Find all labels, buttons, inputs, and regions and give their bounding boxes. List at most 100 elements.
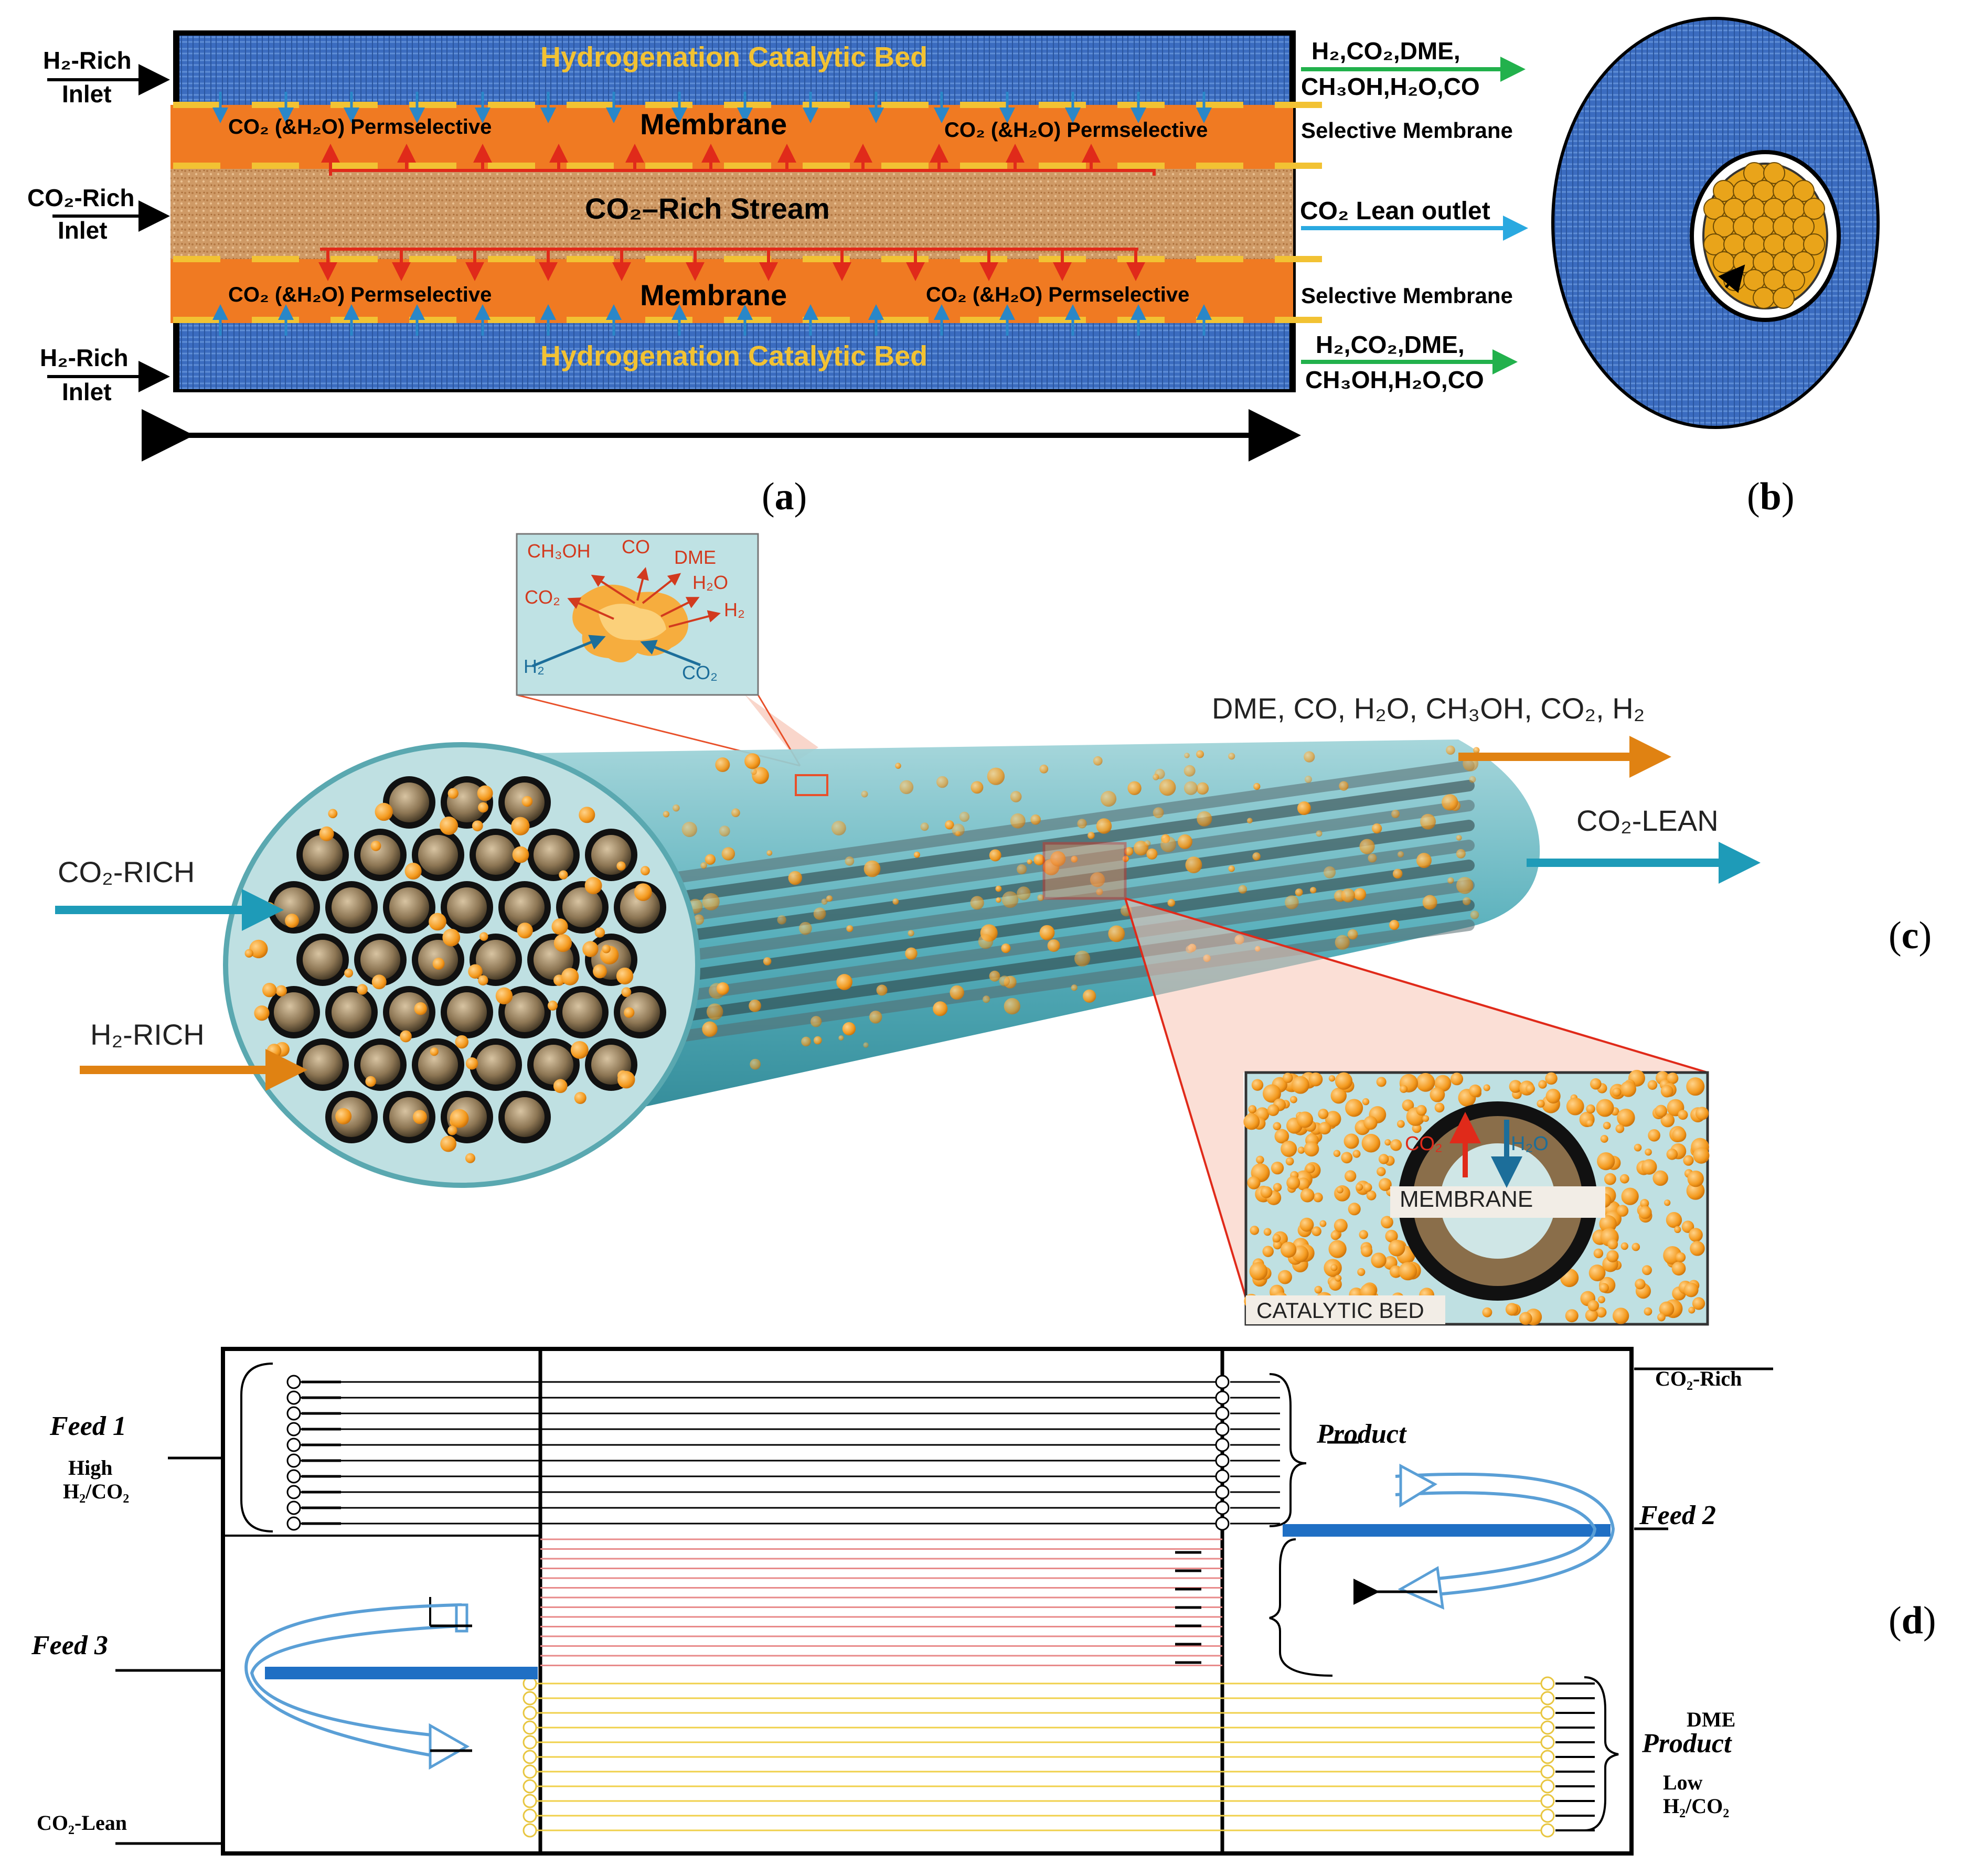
zoom-catalyst-bead: [1634, 1143, 1642, 1152]
zoom-catalyst-bead: [1538, 1080, 1547, 1089]
membrane-tube-end-core: [274, 992, 314, 1032]
end-face-bead: [621, 987, 632, 998]
catalyst-bead: [1004, 998, 1020, 1015]
co2-inlet-l2: Inlet: [58, 217, 108, 244]
zoom-catalyst-bead: [1341, 1152, 1353, 1164]
catalyst-bead: [1027, 859, 1032, 865]
zoom-catalyst-bead: [1620, 1242, 1628, 1250]
zoom-catalyst-bead: [1305, 1163, 1315, 1174]
catalyst-bead: [1470, 910, 1479, 919]
zoom-catalyst-bead: [1335, 1072, 1353, 1090]
zoom-catalyst-bead: [1328, 1240, 1347, 1258]
zoom-h2o-label: H₂O: [1511, 1133, 1549, 1155]
catalyst-bead: [945, 820, 954, 830]
zoom-catalyst-bead: [1336, 1186, 1343, 1194]
zoom-catalyst-bead: [1430, 1087, 1445, 1102]
permeation-red-arrows: [318, 144, 1156, 281]
zoom-catalyst-bead: [1689, 1228, 1703, 1242]
membrane-dash: [960, 163, 1007, 169]
catalyst-bead: [1001, 891, 1019, 908]
zoom-catalyst-bead: [1313, 1192, 1323, 1203]
membrane-dash: [724, 102, 771, 108]
zoom-catalyst-bead: [1632, 1242, 1640, 1251]
section1-tube-end-left: [286, 1422, 301, 1437]
zoom-catalyst-bead: [1274, 1129, 1289, 1144]
membrane-tube-end-core: [389, 887, 429, 927]
membrane-dash: [1275, 102, 1322, 108]
end-face-bead: [429, 913, 446, 931]
zoom-catalyst-bead: [1297, 1146, 1305, 1154]
section3-tube-end-right: [1540, 1676, 1555, 1691]
panel-label-c: (c): [1889, 914, 1932, 957]
zoom-catalyst-bead: [1361, 1133, 1381, 1153]
section1-tube-end-right: [1215, 1375, 1230, 1389]
catalyst-bead: [1083, 989, 1096, 1003]
zoom-catalyst-bead: [1328, 1075, 1336, 1082]
catalyst-pellet: [1783, 269, 1805, 291]
end-face-bead: [553, 934, 572, 952]
catalyst-bead: [1037, 894, 1044, 902]
membrane-dash: [881, 317, 929, 323]
feed2-flow-curve: [1395, 1472, 1615, 1596]
zoom-catalyst-bead: [1505, 1303, 1519, 1316]
membrane-tube-end-core: [562, 887, 602, 927]
inset-source-box: [795, 774, 828, 796]
co2-lean-label: CO₂-LEAN: [1576, 804, 1719, 837]
zoom-catalyst-bead: [1659, 1301, 1675, 1317]
section3-tube-end-left: [523, 1794, 537, 1808]
catalyst-pellet: [1753, 287, 1775, 309]
membrane-tube-end-core: [476, 835, 516, 875]
catalyst-bead: [905, 947, 918, 960]
catalyst-bead: [700, 862, 707, 869]
catalyst-bead: [1196, 750, 1204, 758]
zoom-catalyst-bead: [1243, 1113, 1260, 1130]
catalyst-bead: [989, 849, 1001, 862]
catalyst-bead: [1456, 849, 1466, 859]
zoom-catalyst-bead: [1596, 1307, 1607, 1318]
catalyst-bead: [719, 826, 730, 837]
catalyst-bead: [996, 897, 1001, 903]
dme-product-brace: [1584, 1676, 1619, 1831]
zoom-catalyst-bead: [1330, 1230, 1340, 1240]
membrane-dash: [488, 317, 535, 323]
membrane-tube-line: [571, 840, 1475, 977]
zoom-catalyst-bead: [1251, 1079, 1264, 1091]
membrane-dash: [1039, 102, 1086, 108]
zoom-catalyst-bead: [1247, 1176, 1261, 1189]
end-face-bead: [616, 861, 626, 871]
end-face-bead: [478, 802, 488, 813]
membrane-dash: [1275, 163, 1322, 169]
pellet-pointer: [1718, 264, 1745, 293]
catalyst-bead: [750, 768, 757, 775]
catalyst-bead: [846, 925, 854, 932]
catalyst-bead: [1039, 764, 1049, 774]
low-ratio-label: H₂/CO₂: [1663, 1794, 1730, 1818]
panel-c: [55, 533, 1761, 1326]
catalyst-bead: [1167, 899, 1176, 907]
section3-tube-end-right: [1540, 1779, 1555, 1794]
inset-arrow-co2-in: [640, 640, 701, 667]
zoom-catalyst-bead: [1256, 1155, 1264, 1164]
end-face-bead: [551, 918, 568, 935]
membrane-dash: [1196, 256, 1243, 262]
membrane-tube-end-core: [476, 1045, 516, 1085]
feed3-flow-curve-outer: [244, 1603, 462, 1759]
zoom-catalyst-bead: [1566, 1097, 1584, 1116]
zoom-catalyst-bead: [1379, 1178, 1392, 1191]
membrane-dash: [1039, 317, 1086, 323]
section1-tube-end-right: [1215, 1406, 1230, 1421]
panel-d: [115, 1347, 1773, 1856]
end-face-bead: [335, 1108, 352, 1124]
catalyst-bead: [1100, 791, 1117, 807]
catalyst-bead: [831, 821, 846, 835]
catalyst-bead: [1096, 818, 1112, 834]
catalyst-bead: [978, 934, 994, 949]
zoom-catalyst-bead: [1283, 1073, 1293, 1084]
inset-label-dme: DME: [674, 546, 716, 568]
catalyst-bead: [1442, 794, 1458, 811]
section3-tube-end-left: [523, 1735, 537, 1750]
catalyst-bead: [1246, 818, 1253, 824]
membrane-tube-end-core: [303, 835, 343, 875]
catalyst-bead: [673, 804, 680, 812]
zoom-catalyst-bead: [1422, 1115, 1430, 1122]
